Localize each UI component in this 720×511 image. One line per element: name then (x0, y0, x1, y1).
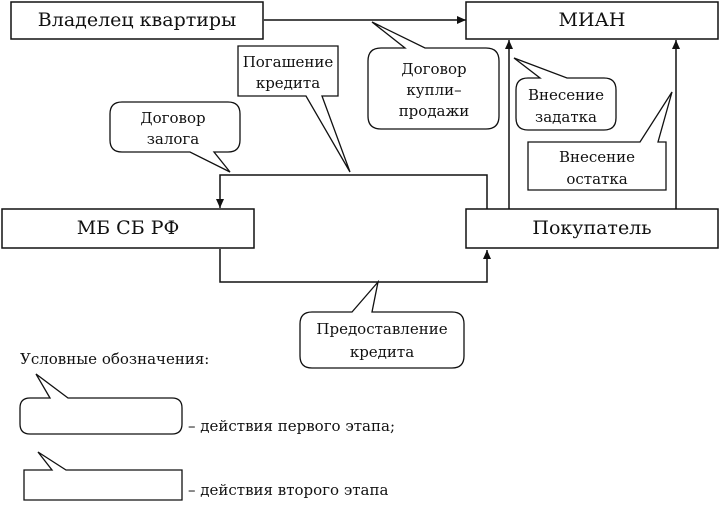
node-mian: МИАН (465, 1, 719, 40)
callout-remainder: Внесение остатка (527, 91, 673, 191)
legend-second-stage-label: – действия второго этапа (188, 481, 388, 499)
callout-loan-repayment: Погашение кредита (237, 45, 351, 173)
callout-credit-provision: Предоставление кредита (299, 279, 465, 369)
legend-first-stage-label: – действия первого этапа; (188, 417, 395, 435)
legend: Условные обозначения: – действия первого… (19, 350, 395, 501)
node-bank-label: МБ СБ РФ (77, 217, 180, 239)
node-buyer-label: Покупатель (532, 217, 651, 239)
connectors (216, 16, 680, 283)
callout-sale-contract: Договор купли– продажи (367, 21, 500, 130)
bank-to-buyer-arrow (219, 249, 491, 283)
callout-pledge-contract: Договор залога (109, 101, 241, 173)
callout-sale-contract-line1: Договор (401, 60, 466, 78)
legend-title: Условные обозначения: (20, 350, 209, 368)
legend-first-stage-shape (19, 373, 183, 435)
callout-credit-provision-line1: Предоставление (316, 320, 447, 338)
callout-sale-contract-line2: купли– (406, 81, 461, 99)
callout-pledge-contract-line1: Договор (140, 109, 205, 127)
callout-credit-provision-line2: кредита (350, 343, 414, 361)
callout-deposit-line2: задатка (535, 108, 597, 126)
callout-deposit: Внесение задатка (513, 57, 617, 131)
buyer-to-bank-arrow (216, 174, 488, 209)
legend-second-stage-shape (23, 451, 183, 501)
callout-loan-repayment-line1: Погашение (243, 53, 334, 71)
legend-first-stage: – действия первого этапа; (19, 373, 395, 435)
node-bank: МБ СБ РФ (1, 208, 255, 249)
node-owner-label: Владелец квартиры (38, 9, 236, 31)
node-mian-label: МИАН (559, 9, 626, 31)
node-buyer: Покупатель (465, 208, 719, 249)
callout-pledge-contract-line2: залога (147, 130, 200, 148)
callout-deposit-line1: Внесение (528, 86, 604, 104)
callout-remainder-line1: Внесение (559, 148, 635, 166)
callout-loan-repayment-line2: кредита (256, 74, 320, 92)
legend-second-stage: – действия второго этапа (23, 451, 388, 501)
callout-sale-contract-line3: продажи (399, 102, 470, 120)
node-owner: Владелец квартиры (10, 1, 264, 40)
callout-remainder-line2: остатка (566, 170, 627, 188)
